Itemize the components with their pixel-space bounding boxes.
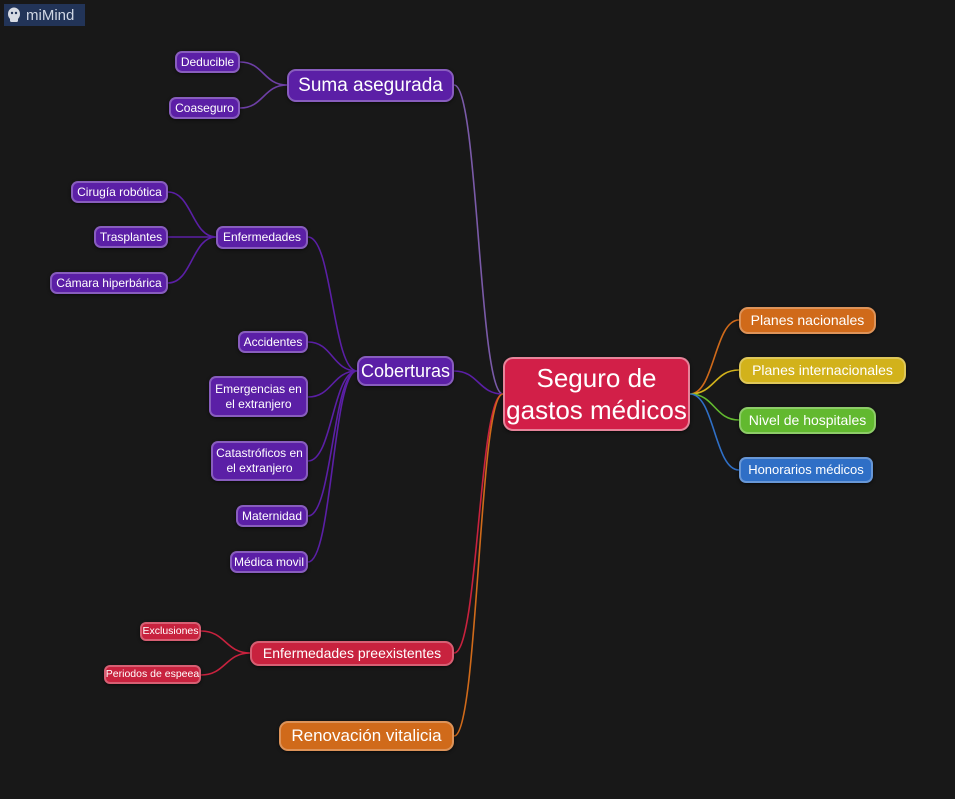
node-cirugia-robotica[interactable]: Cirugía robótica [71,181,168,203]
node-periodos-espera[interactable]: Periodos de espeea [104,665,201,684]
link-root-preexistentes [453,393,504,654]
link-root-nivel-hospitales [689,393,740,421]
node-renovacion-vitalicia[interactable]: Renovación vitalicia [279,721,454,751]
node-planes-internacionales[interactable]: Planes internacionales [739,357,906,384]
link-coberturas-enfermedades [307,236,358,372]
node-enfermedades[interactable]: Enfermedades [216,226,308,249]
link-root-honorarios [689,393,740,471]
node-catastroficos-extranjero[interactable]: Catastróficos en el extranjero [211,441,308,481]
node-enfermedades-preexistentes[interactable]: Enfermedades preexistentes [250,641,454,666]
node-trasplantes[interactable]: Trasplantes [94,226,168,248]
node-emergencias-extranjero[interactable]: Emergencias en el extranjero [209,376,308,417]
app-logo-text: miMind [26,6,75,24]
link-coberturas-catastroficos [307,370,358,462]
node-planes-nacionales[interactable]: Planes nacionales [739,307,876,334]
link-root-planes-nacionales [689,319,740,395]
link-suma-deducible [239,61,288,86]
link-root-planes-internacionales [689,369,740,395]
link-coberturas-maternidad [307,370,358,517]
link-coberturas-medica-movil [307,370,358,563]
root-node[interactable]: Seguro de gastos médicos [503,357,690,431]
node-nivel-hospitales[interactable]: Nivel de hospitales [739,407,876,434]
link-enfermedades-cirugia [167,191,217,238]
node-coaseguro[interactable]: Coaseguro [169,97,240,119]
app-logo[interactable]: miMind [4,4,85,26]
node-exclusiones[interactable]: Exclusiones [140,622,201,641]
link-coberturas-accidentes [307,341,358,372]
link-coberturas-emergencias [307,370,358,398]
node-camara-hiperbarica[interactable]: Cámara hiperbárica [50,272,168,294]
link-enfermedades-camara [167,236,217,284]
link-preexistentes-periodos [200,652,251,676]
node-coberturas[interactable]: Coberturas [357,356,454,386]
link-root-coberturas [453,370,504,395]
node-suma-asegurada[interactable]: Suma asegurada [287,69,454,102]
link-root-renovacion [453,393,504,737]
node-deducible[interactable]: Deducible [175,51,240,73]
node-honorarios-medicos[interactable]: Honorarios médicos [739,457,873,483]
app-logo-icon [8,7,20,22]
link-preexistentes-exclusiones [200,630,251,654]
link-suma-coaseguro [239,84,288,109]
root-label: Seguro de gastos médicos [506,363,687,425]
node-maternidad[interactable]: Maternidad [236,505,308,527]
link-root-suma [453,84,504,395]
node-accidentes[interactable]: Accidentes [238,331,308,353]
node-medica-movil[interactable]: Médica movil [230,551,308,573]
